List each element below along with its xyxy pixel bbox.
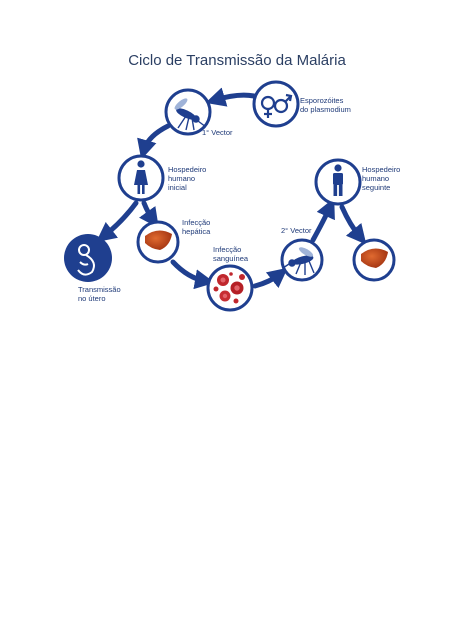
label-blood: Infecção sanguínea — [213, 245, 249, 263]
female-person-icon — [134, 160, 148, 194]
label-host-next: Hospedeiro humano seguinte — [362, 165, 401, 192]
gender-symbols-icon — [260, 93, 293, 118]
mosquito-icon — [282, 247, 315, 275]
node-host-next — [314, 158, 362, 206]
fetus-icon — [77, 244, 95, 276]
node-liver1 — [136, 220, 180, 264]
node-liver2 — [352, 238, 396, 282]
diagram-title: Ciclo de Transmissão da Malária — [128, 52, 346, 69]
node-host-initial — [117, 154, 165, 202]
arrows — [96, 87, 367, 290]
node-sporozoites — [252, 80, 300, 128]
label-host-initial: Hospedeiro humano inicial — [168, 165, 207, 192]
node-vector1 — [164, 88, 212, 136]
arrow-liver-to-blood — [170, 259, 215, 290]
node-vector2 — [280, 238, 324, 282]
arrow-host-to-liver2 — [339, 204, 367, 245]
liver-icon — [145, 230, 172, 250]
label-vector1: 1° Vector — [202, 128, 233, 137]
node-blood — [206, 264, 254, 312]
liver-icon — [361, 248, 388, 268]
arrow-host-to-liver — [139, 200, 159, 229]
blood-cells-icon — [213, 272, 245, 304]
label-vector2: 2° Vector — [281, 226, 312, 235]
label-liver1: Infecção hepática — [182, 218, 211, 236]
arrow-sporozoites-to-vector1 — [205, 87, 257, 107]
male-person-icon — [333, 164, 343, 196]
label-sporozoites: Esporozóites do plasmodium — [300, 96, 351, 114]
node-in-utero — [64, 234, 112, 282]
mosquito-icon — [174, 98, 207, 131]
arrow-host-to-utero — [96, 200, 139, 243]
label-in-utero: Transmissão no útero — [78, 285, 121, 303]
arrow-vector2-to-host — [310, 197, 335, 243]
arrow-vector1-to-host — [137, 123, 171, 160]
arrow-blood-to-vector2 — [252, 267, 288, 289]
